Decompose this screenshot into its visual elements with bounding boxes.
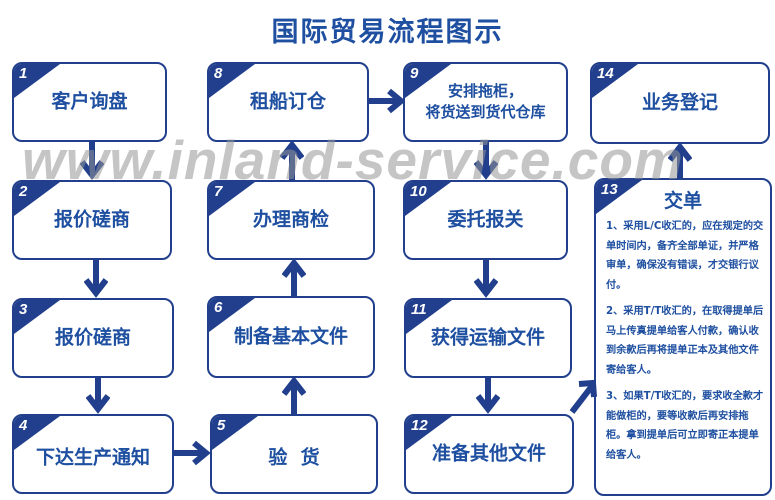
step-7-box: 7 办理商检: [207, 180, 375, 260]
step-number: 5: [217, 417, 226, 434]
step-label: 委托报关: [447, 208, 524, 231]
arrow-up-icon: [280, 142, 304, 180]
step-label: 验 货: [268, 446, 320, 469]
step-label: 办理商检: [252, 208, 329, 231]
arrow-right-icon: [369, 88, 405, 114]
step-label: 交单: [663, 190, 702, 212]
arrow-down-icon: [84, 260, 108, 298]
arrow-down-icon: [474, 142, 498, 180]
step-label: 获得运输文件: [430, 326, 545, 349]
arrow-up-icon: [282, 260, 306, 296]
step-number: 14: [597, 65, 614, 82]
step-6-box: 6 制备基本文件: [207, 296, 375, 378]
arrow-up-icon: [282, 378, 306, 414]
step-13-box: 13 交单 1、采用L/C收汇的，应在规定的交单时间内，备齐全部单证，并严格审单…: [594, 178, 772, 496]
arrow-down-icon: [80, 142, 104, 180]
step-number: 10: [410, 183, 427, 200]
page-title: 国际贸易流程图示: [271, 17, 504, 48]
step-13-note-2: 2、采用T/T收汇的，在取得提单后马上传真提单给客人付款，确认收到余款后再将提单…: [606, 306, 764, 376]
step-8-box: 8 租船订仓: [207, 62, 369, 142]
step-label: 准备其他文件: [431, 442, 546, 465]
step-4-box: 4 下达生产通知: [12, 414, 174, 494]
step-label: 制备基本文件: [233, 325, 348, 348]
step-12-box: 12 准备其他文件: [404, 414, 574, 494]
step-number: 3: [19, 301, 28, 318]
step-number: 8: [214, 65, 223, 82]
arrow-down-icon: [476, 378, 500, 414]
step-14-box: 14 业务登记: [590, 62, 770, 144]
step-3-box: 3 报价磋商: [12, 298, 174, 378]
step-number: 12: [411, 417, 428, 434]
step-label: 报价磋商: [53, 208, 130, 231]
arrow-right-icon: [174, 440, 210, 466]
step-13-note-1: 1、采用L/C收汇的，应在规定的交单时间内，备齐全部单证，并严格审单，确保没有错…: [606, 221, 764, 291]
step-number: 6: [214, 299, 223, 316]
step-number: 9: [410, 65, 419, 82]
step-1-box: 1 客户询盘: [12, 62, 167, 142]
step-label: 安排拖柜， 将货送到货代仓库: [405, 81, 566, 123]
step-label: 报价磋商: [54, 326, 131, 349]
arrow-down-icon: [86, 378, 110, 414]
step-number: 7: [214, 183, 223, 200]
step-label: 业务登记: [641, 91, 718, 114]
arrow-down-icon: [474, 260, 498, 298]
step-number: 2: [19, 183, 28, 200]
step-10-box: 10 委托报关: [403, 180, 568, 260]
step-number: 13: [601, 181, 618, 198]
step-9-box: 9 安排拖柜， 将货送到货代仓库: [403, 62, 568, 142]
step-number: 11: [411, 301, 427, 318]
step-label-line-2: 将货送到货代仓库: [425, 103, 546, 121]
arrow-diagonal-up-right-icon: [569, 379, 597, 414]
step-2-box: 2 报价磋商: [12, 180, 172, 260]
step-13-note-3: 3、如果T/T收汇的，要求收全款才能做柜的，要等收款后再安排拖柜。拿到提单后可立…: [606, 391, 764, 461]
step-11-box: 11 获得运输文件: [404, 298, 572, 378]
step-label: 客户询盘: [51, 90, 128, 113]
step-label: 下达生产通知: [35, 446, 150, 469]
step-label-line-1: 安排拖柜，: [447, 82, 523, 100]
step-5-box: 5 验 货: [210, 414, 378, 494]
arrow-up-icon: [668, 144, 692, 180]
step-number: 1: [19, 65, 28, 82]
step-number: 4: [19, 417, 28, 434]
step-label: 租船订仓: [249, 90, 326, 113]
